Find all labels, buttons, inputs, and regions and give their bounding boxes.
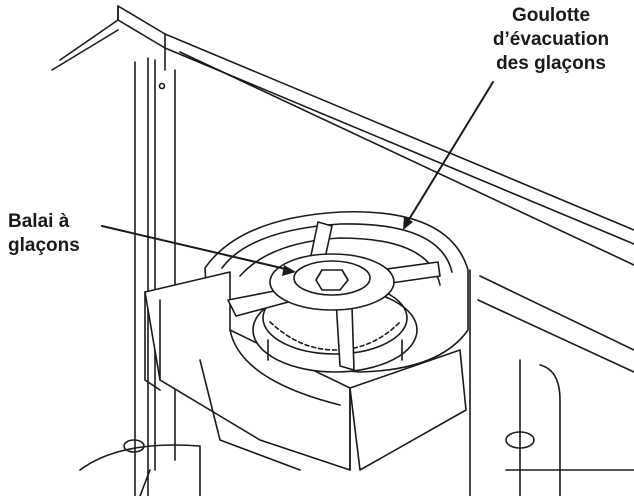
ice-chute-leader-line — [404, 81, 494, 227]
right-panel — [469, 269, 634, 496]
ice-chute-label: Goulotte d’évacuation des glaçons — [470, 4, 632, 76]
left-post — [134, 57, 176, 496]
ice-sweep-leader-line — [101, 225, 291, 271]
ice-chute-label-line-1: Goulotte — [511, 5, 591, 26]
ice-sweep-label-line-1: Balai à — [8, 211, 70, 232]
cabinet-frame — [51, 5, 634, 266]
ice-sweep-label-line-2: glaçons — [8, 235, 80, 256]
ice-chute-label-line-2: d’évacuation — [492, 29, 610, 50]
chute-front-plate — [144, 271, 467, 471]
leader-arrows — [101, 81, 494, 276]
ice-chute-label-line-3: des glaçons — [496, 53, 606, 74]
ice-chute-arrowhead — [403, 216, 413, 230]
motor-base — [79, 439, 201, 496]
ice-sweep-arrowhead — [282, 265, 296, 276]
sweep-hub — [269, 253, 395, 311]
ice-sweep-label: Balai à glaçons — [8, 210, 80, 258]
